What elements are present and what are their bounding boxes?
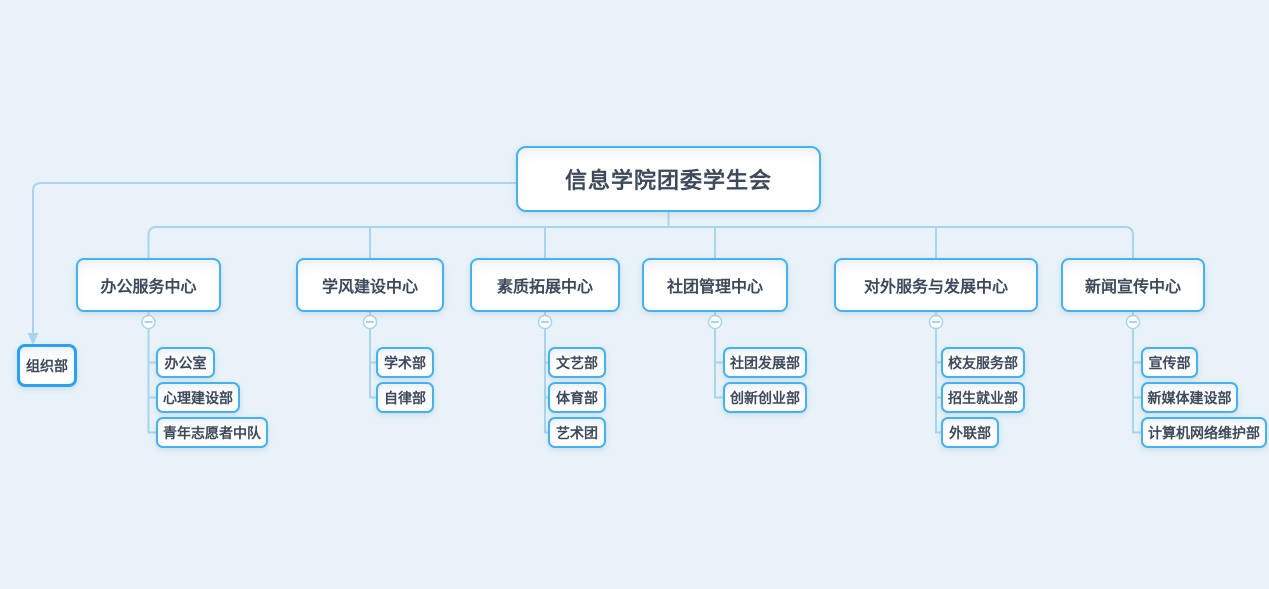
branch-node-1[interactable]: 学风建设中心 xyxy=(296,258,444,312)
branch-node-3[interactable]: 社团管理中心 xyxy=(642,258,788,312)
child-node-1-1[interactable]: 自律部 xyxy=(376,382,434,413)
collapse-icon-0[interactable] xyxy=(141,314,156,330)
branch-connectors-1 xyxy=(369,311,378,399)
child-node-0-0[interactable]: 办公室 xyxy=(156,347,215,378)
branch-node-2[interactable]: 素质拓展中心 xyxy=(470,258,620,312)
child-node-0-2[interactable]: 青年志愿者中队 xyxy=(156,417,268,448)
relation-connector xyxy=(32,182,518,335)
child-node-4-2[interactable]: 外联部 xyxy=(941,417,999,448)
child-node-5-2[interactable]: 计算机网络维护部 xyxy=(1141,417,1267,448)
branch-node-4[interactable]: 对外服务与发展中心 xyxy=(834,258,1038,312)
child-node-5-1[interactable]: 新媒体建设部 xyxy=(1141,382,1238,413)
child-node-0-1[interactable]: 心理建设部 xyxy=(156,382,240,413)
collapse-icon-1[interactable] xyxy=(362,314,378,330)
child-node-1-0[interactable]: 学术部 xyxy=(376,347,434,378)
branch-connectors-5 xyxy=(1132,311,1143,434)
collapse-icon-2[interactable] xyxy=(537,314,553,330)
branch-node-5[interactable]: 新闻宣传中心 xyxy=(1061,258,1205,312)
child-node-2-0[interactable]: 文艺部 xyxy=(548,347,606,378)
root-node[interactable]: 信息学院团委学生会 xyxy=(516,146,821,212)
child-node-4-0[interactable]: 校友服务部 xyxy=(941,347,1025,378)
child-node-2-2[interactable]: 艺术团 xyxy=(548,417,606,448)
collapse-icon-4[interactable] xyxy=(928,314,944,330)
child-node-3-0[interactable]: 社团发展部 xyxy=(723,347,807,378)
collapse-icon-3[interactable] xyxy=(707,314,723,330)
child-node-4-1[interactable]: 招生就业部 xyxy=(941,382,1025,413)
child-node-2-1[interactable]: 体育部 xyxy=(548,382,606,413)
detached-node[interactable]: 组织部 xyxy=(17,344,77,387)
branch-connectors-3 xyxy=(714,311,725,399)
branch-connectors-0 xyxy=(147,311,158,434)
relation-arrowhead-icon xyxy=(27,333,39,345)
bus-connector xyxy=(147,226,1134,261)
branch-node-0[interactable]: 办公服务中心 xyxy=(76,258,221,312)
child-node-5-0[interactable]: 宣传部 xyxy=(1141,347,1198,378)
collapse-icon-5[interactable] xyxy=(1125,314,1141,330)
child-node-3-1[interactable]: 创新创业部 xyxy=(723,382,807,413)
